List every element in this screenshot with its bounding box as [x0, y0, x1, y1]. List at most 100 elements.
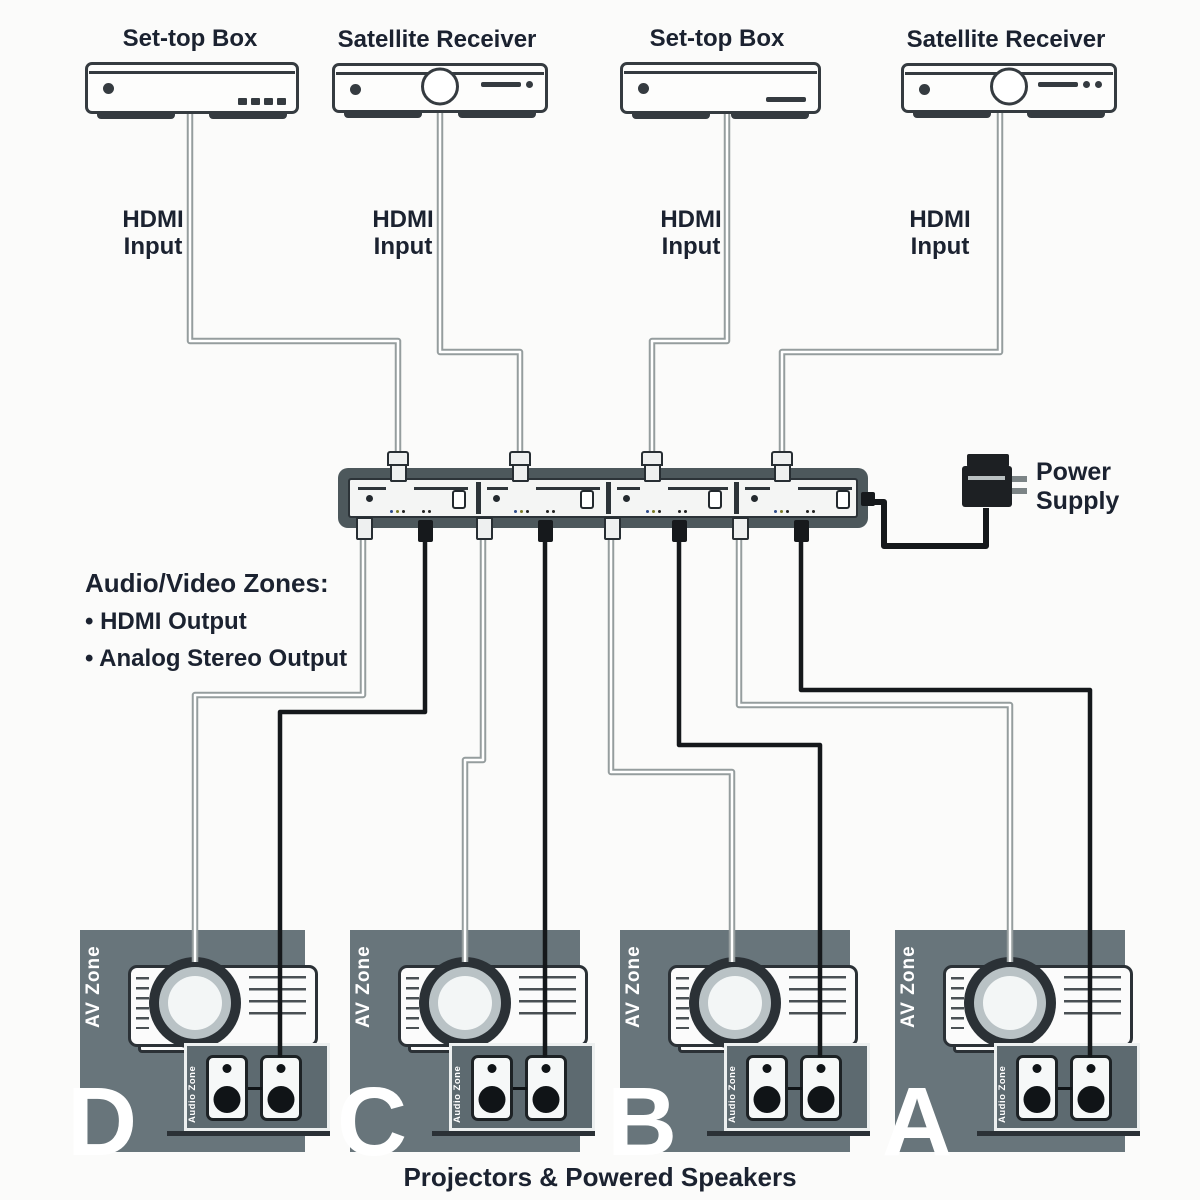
zone-letter: C — [337, 1066, 407, 1176]
adapter-prong — [1012, 476, 1027, 482]
zone-led — [751, 495, 758, 502]
projector-vents — [951, 977, 964, 1029]
av-zone-vertical-label: AV Zone — [353, 945, 374, 1028]
panel-line — [745, 487, 770, 490]
hdmi-input-plug-4 — [771, 451, 793, 482]
av-zone-b: AV Zone Audio Zone B — [607, 930, 870, 1170]
hdmi-input-cable-4 — [778, 104, 1004, 472]
adapter-slot — [968, 476, 1005, 480]
status-leds — [514, 510, 529, 513]
panel-line — [798, 487, 852, 490]
power-led-dot — [350, 84, 361, 95]
section-divider — [606, 482, 611, 514]
note-bullet-hdmi: • HDMI Output — [85, 608, 247, 635]
panel-shadow — [432, 1131, 595, 1136]
power-led-dot — [103, 83, 114, 94]
satellite-receiver-1 — [332, 63, 548, 118]
matrix-switcher — [338, 451, 875, 542]
speaker-panel: Audio Zone — [707, 1043, 870, 1136]
panel-line — [487, 487, 508, 490]
woofer — [478, 1086, 506, 1113]
speaker-right — [800, 1055, 842, 1121]
note-bullet-analog: • Analog Stereo Output — [85, 645, 348, 672]
woofer — [1023, 1086, 1051, 1113]
note-title: Audio/Video Zones: — [85, 568, 329, 598]
speaker-panel: Audio Zone — [432, 1043, 595, 1136]
display-slot — [481, 82, 521, 87]
hdmi-input-plug-2 — [509, 451, 531, 482]
hdmi-port-icon — [836, 490, 850, 509]
hdmi-cables-inner — [188, 104, 1012, 962]
speaker-right — [260, 1055, 302, 1121]
cable-highlight — [188, 104, 400, 472]
status-leds — [546, 510, 555, 513]
av-zone-vertical-label: AV Zone — [898, 945, 919, 1028]
device-foot — [458, 110, 536, 118]
status-leds — [806, 510, 815, 513]
panel-line — [536, 487, 600, 490]
speaker-panel: Audio Zone — [167, 1043, 330, 1136]
speaker-panel: Audio Zone — [977, 1043, 1140, 1136]
projector-vents — [1064, 976, 1121, 1022]
cable-highlight — [737, 522, 1012, 962]
satellite-receiver-2 — [901, 63, 1117, 118]
front-dot — [526, 81, 533, 88]
device-foot — [731, 111, 809, 119]
set-top-box-1 — [85, 62, 299, 119]
av-zone-d: AV Zone Audio Zone D — [67, 930, 330, 1170]
power-adapter — [962, 454, 1028, 508]
speaker-right — [1070, 1055, 1112, 1121]
hdmi-port-icon — [452, 490, 466, 509]
adapter-body — [962, 466, 1012, 507]
hdmi-cables-outer — [186, 104, 1014, 962]
status-leds — [390, 510, 405, 513]
status-leds — [774, 510, 789, 513]
panel-shadow — [977, 1131, 1140, 1136]
power-supply-line1: Power — [1036, 458, 1112, 486]
dial-circle — [990, 67, 1028, 106]
hdmi-input-cable-2 — [436, 104, 524, 472]
audio-zone-vertical-label: Audio Zone — [452, 1065, 463, 1123]
hdmi-input-label-3: HDMI Input — [660, 206, 721, 260]
hdmi-label-line2: Input — [123, 233, 183, 260]
woofer — [532, 1086, 560, 1113]
zone-led — [493, 495, 500, 502]
woofer — [753, 1086, 781, 1113]
speaker-wire — [1058, 1087, 1072, 1090]
hdmi-label-line1: HDMI — [660, 206, 722, 233]
speaker-wire — [788, 1087, 802, 1090]
speaker-right — [525, 1055, 567, 1121]
cable-highlight — [650, 104, 729, 472]
hdmi-output-plug-c — [476, 517, 493, 540]
device-foot — [913, 110, 991, 118]
audio-zone-vertical-label: Audio Zone — [187, 1065, 198, 1123]
source-label-4: Satellite Receiver — [906, 26, 1106, 53]
tweeter — [276, 1064, 286, 1073]
hdmi-label-line1: HDMI — [372, 206, 434, 233]
projector-vents — [406, 977, 419, 1029]
device-foot — [344, 110, 422, 118]
tweeter — [222, 1064, 232, 1073]
hdmi-output-plug-d — [356, 517, 373, 540]
audio-zone-vertical-label: Audio Zone — [997, 1065, 1008, 1123]
front-dot — [1083, 81, 1090, 88]
front-dot — [1095, 81, 1102, 88]
power-led-dot — [638, 83, 649, 94]
speaker-left — [471, 1055, 513, 1121]
hdmi-label-line1: HDMI — [122, 206, 184, 233]
av-zone-vertical-label: AV Zone — [623, 945, 644, 1028]
cable-highlight — [438, 104, 522, 472]
tweeter — [541, 1064, 551, 1073]
speaker-left — [746, 1055, 788, 1121]
device-face-line — [624, 71, 817, 74]
hdmi-output-plug-a — [732, 517, 749, 540]
tweeter — [1086, 1064, 1096, 1073]
tweeter — [762, 1064, 772, 1073]
projector-vents — [136, 977, 149, 1029]
device-foot — [1027, 110, 1105, 118]
hdmi-input-plug-3 — [641, 451, 663, 482]
speaker-wire — [248, 1087, 262, 1090]
woofer — [267, 1086, 295, 1113]
hdmi-output-cable-a — [735, 522, 1014, 962]
